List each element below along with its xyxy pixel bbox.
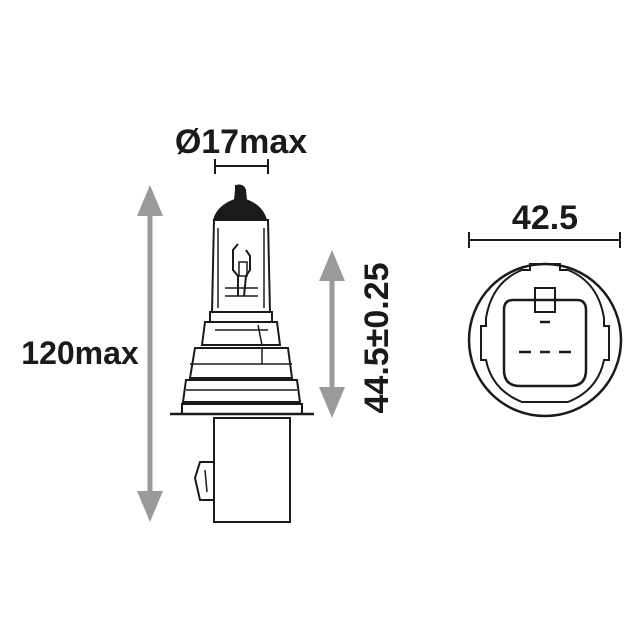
base-width-dimension: 42.5 [468, 199, 621, 248]
base-inner-ring [480, 263, 610, 403]
glass-envelope [210, 219, 272, 313]
bulb-base [213, 417, 291, 523]
diameter-dimension: Ø17max [175, 123, 307, 174]
filament [243, 249, 251, 297]
light-center-dimension: 44.5±0.25 [319, 250, 396, 418]
bulb-tip [212, 184, 268, 221]
overall-length-dimension: 120max [21, 185, 163, 522]
base-latch [193, 461, 214, 501]
base-width-label: 42.5 [512, 199, 578, 237]
arrow-head-down [319, 387, 345, 418]
overall-length-label: 120max [21, 335, 139, 371]
bulb-seal [209, 311, 273, 323]
base-front-view [467, 262, 623, 418]
bulb-side-view [170, 184, 314, 523]
connector-key [534, 287, 556, 313]
arrow-head-up [137, 185, 163, 216]
bulb-flange [188, 347, 294, 379]
base-outer-ring [467, 262, 623, 418]
arrow-head-up [319, 250, 345, 281]
connector-body [502, 298, 588, 388]
filament [232, 243, 239, 296]
diameter-label: Ø17max [175, 123, 307, 161]
light-center-label: 44.5±0.25 [358, 262, 396, 413]
arrow-head-down [137, 491, 163, 522]
